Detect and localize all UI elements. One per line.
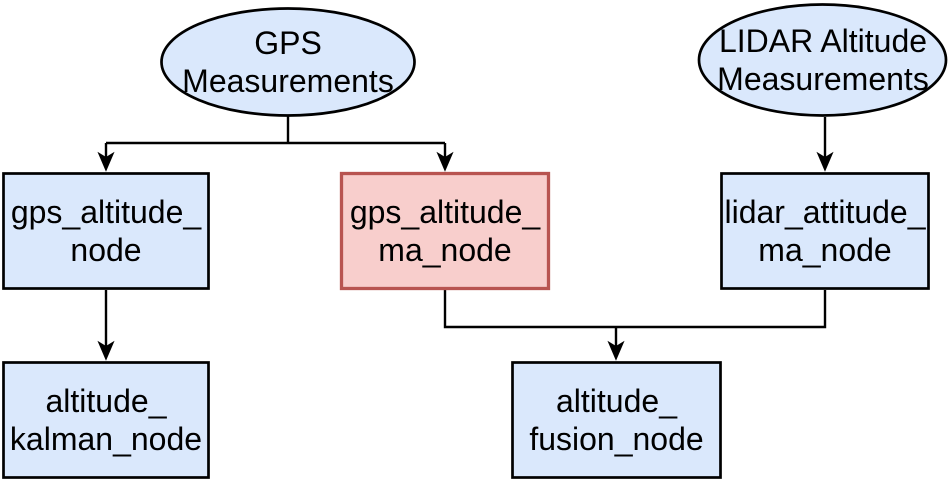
arrowhead-down-icon [607, 340, 625, 361]
edge-gps-measurements-split [104, 116, 447, 157]
edge-merge-to-fusion [443, 290, 827, 329]
arrowhead-down-icon [97, 340, 115, 361]
gps-altitude-ma-node-shape [339, 171, 551, 291]
gps-altitude-node-shape [2, 172, 210, 290]
arrowhead-down-icon [436, 151, 454, 172]
arrowhead-down-icon [97, 151, 115, 172]
altitude-kalman-node-shape [2, 361, 210, 479]
arrowhead-down-icon [816, 151, 834, 172]
gps-measurements-shape [160, 7, 416, 117]
lidar-altitude-measurements-shape [697, 3, 948, 117]
altitude-fusion-node-shape [511, 361, 722, 479]
lidar-attitude-ma-node-shape [720, 172, 930, 290]
